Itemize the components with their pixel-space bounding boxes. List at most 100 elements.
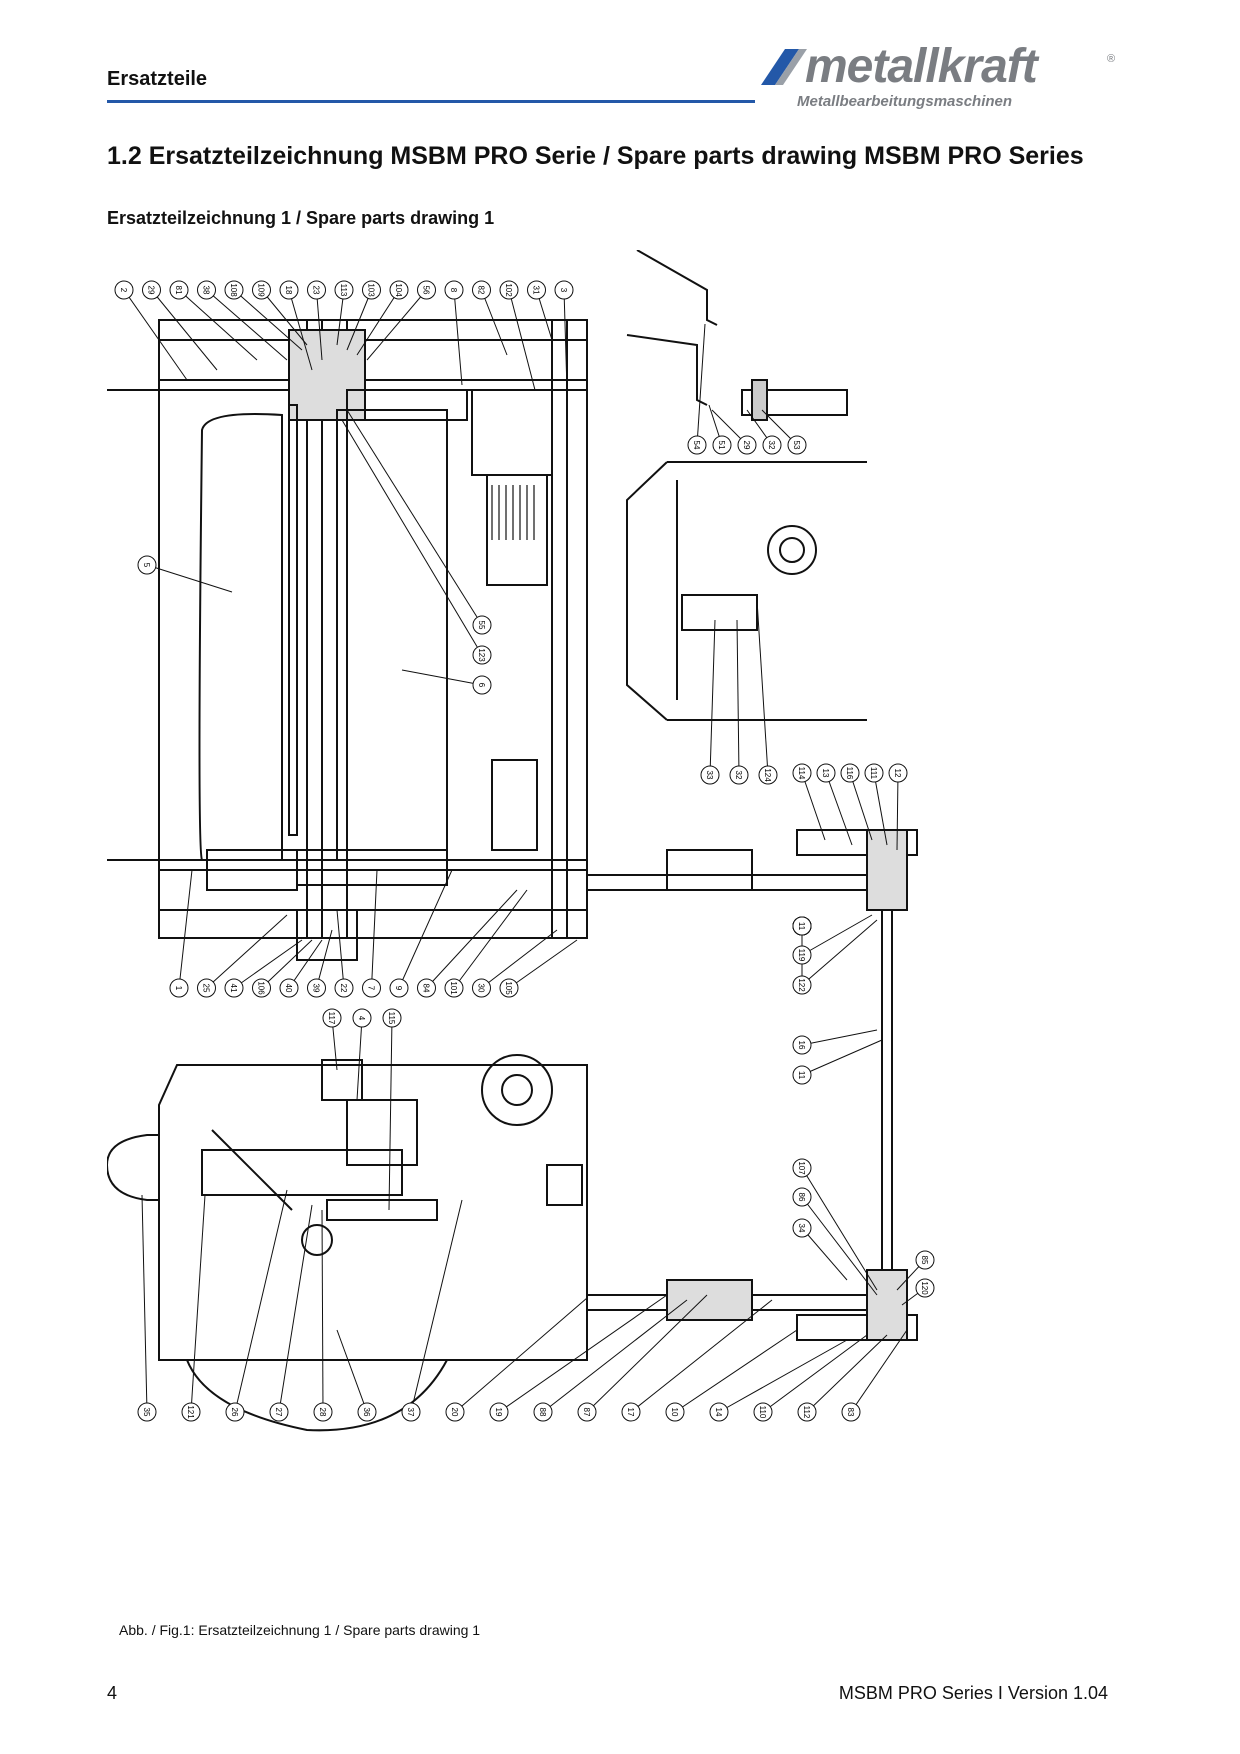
callout-label: 5 — [142, 563, 151, 568]
callout-label: 27 — [274, 1408, 283, 1417]
callout-label: 8 — [449, 288, 458, 293]
callout-51: 51 — [708, 404, 732, 455]
callout-119: 119 — [792, 914, 873, 965]
callout-20: 20 — [445, 1297, 588, 1422]
callout-label: 4 — [357, 1016, 366, 1021]
callout-label: 10 — [670, 1408, 679, 1417]
callout-6: 6 — [401, 669, 492, 695]
callout-label: 26 — [230, 1408, 239, 1417]
callout-22: 22 — [334, 909, 354, 998]
callout-34: 34 — [792, 1218, 848, 1281]
callout-label: 109 — [257, 283, 266, 297]
callout-label: 41 — [229, 984, 238, 993]
callout-32: 32 — [746, 409, 782, 455]
callout-label: 2 — [119, 288, 128, 293]
callout-label: 28 — [318, 1408, 327, 1417]
callout-label: 35 — [142, 1408, 151, 1417]
callout-107: 107 — [792, 1158, 878, 1291]
callout-label: 6 — [477, 683, 486, 688]
callout-55: 55 — [346, 409, 492, 635]
callout-label: 39 — [312, 984, 321, 993]
callout-label: 16 — [797, 1041, 806, 1050]
callout-label: 83 — [846, 1408, 855, 1417]
callout-115: 115 — [382, 1008, 402, 1211]
clamp-jaw — [107, 1134, 160, 1201]
side-gear — [481, 1054, 553, 1126]
callout-117: 117 — [322, 1008, 342, 1071]
callout-label: 1 — [174, 986, 183, 991]
side-housing — [158, 1064, 588, 1361]
callout-116: 116 — [840, 763, 873, 841]
callout-label: 37 — [406, 1408, 415, 1417]
callout-3: 3 — [554, 280, 574, 391]
callout-8: 8 — [444, 280, 464, 386]
callout-label: 85 — [920, 1256, 929, 1265]
callout-label: 51 — [717, 441, 726, 450]
callout-label: 23 — [312, 286, 321, 295]
callout-label: 103 — [367, 283, 376, 297]
callout-label: 33 — [705, 771, 714, 780]
callout-label: 122 — [797, 978, 806, 992]
callout-18: 18 — [279, 280, 313, 371]
figure-caption: Abb. / Fig.1: Ersatzteilzeichnung 1 / Sp… — [119, 1622, 481, 1638]
callout-81: 81 — [169, 280, 258, 361]
callout-103: 103 — [346, 280, 381, 351]
callout-label: 86 — [797, 1193, 806, 1202]
brand-logo: metallkraft ® Metallbearbeitungsmaschine… — [755, 40, 1115, 113]
gear-box — [471, 389, 553, 476]
callout-23: 23 — [307, 280, 326, 361]
callout-28: 28 — [313, 1209, 333, 1422]
detail-bar — [741, 389, 848, 416]
callout-label: 108 — [229, 283, 238, 297]
callout-label: 9 — [394, 986, 403, 991]
callout-12: 12 — [888, 763, 908, 851]
callout-106: 106 — [252, 939, 313, 998]
callout-40: 40 — [279, 939, 323, 998]
callout-86: 86 — [792, 1187, 878, 1296]
top-plate — [346, 389, 468, 421]
callout-14: 14 — [709, 1339, 848, 1422]
callout-1: 1 — [169, 869, 193, 998]
header-section-label: Ersatzteile — [107, 68, 208, 90]
bending-roller — [336, 409, 448, 861]
callout-85: 85 — [896, 1250, 935, 1291]
callout-label: 22 — [339, 984, 348, 993]
callout-label: 84 — [422, 984, 431, 993]
callout-label: 30 — [477, 984, 486, 993]
callout-25: 25 — [197, 914, 288, 998]
callout-label: 29 — [742, 441, 751, 450]
roller-body — [198, 413, 283, 861]
callout-label: 117 — [327, 1012, 336, 1025]
section-title: 1.2 Ersatzteilzeichnung MSBM PRO Serie /… — [107, 142, 1084, 170]
callout-label: 56 — [422, 286, 431, 295]
callout-label: 7 — [367, 986, 376, 991]
callout-82: 82 — [472, 280, 508, 356]
callout-label: 116 — [845, 767, 854, 780]
callout-10: 10 — [665, 1329, 798, 1422]
callout-124: 124 — [756, 599, 778, 785]
callout-label: 19 — [494, 1408, 503, 1417]
callout-label: 36 — [362, 1408, 371, 1417]
callout-26: 26 — [225, 1189, 288, 1422]
callout-label: 87 — [582, 1408, 591, 1417]
callout-112: 112 — [797, 1334, 888, 1422]
callout-37: 37 — [401, 1199, 463, 1422]
drawing-subtitle: Ersatzteilzeichnung 1 / Spare parts draw… — [107, 208, 495, 228]
callout-label: 11 — [797, 922, 806, 931]
callout-53: 53 — [761, 409, 807, 455]
callout-56: 56 — [366, 280, 436, 361]
logo-wordmark: metallkraft — [805, 40, 1038, 93]
side-arc — [186, 1359, 448, 1432]
page-number: 4 — [107, 1683, 118, 1703]
callout-label: 40 — [284, 984, 293, 993]
callout-105: 105 — [499, 939, 578, 998]
callout-label: 20 — [450, 1408, 459, 1417]
callout-32: 32 — [729, 619, 749, 785]
callout-121: 121 — [181, 1194, 206, 1422]
callout-114: 114 — [792, 763, 826, 841]
callout-83: 83 — [841, 1329, 908, 1422]
header-rule — [107, 100, 755, 103]
callout-label: 110 — [758, 1406, 767, 1419]
callout-label: 53 — [792, 441, 801, 450]
